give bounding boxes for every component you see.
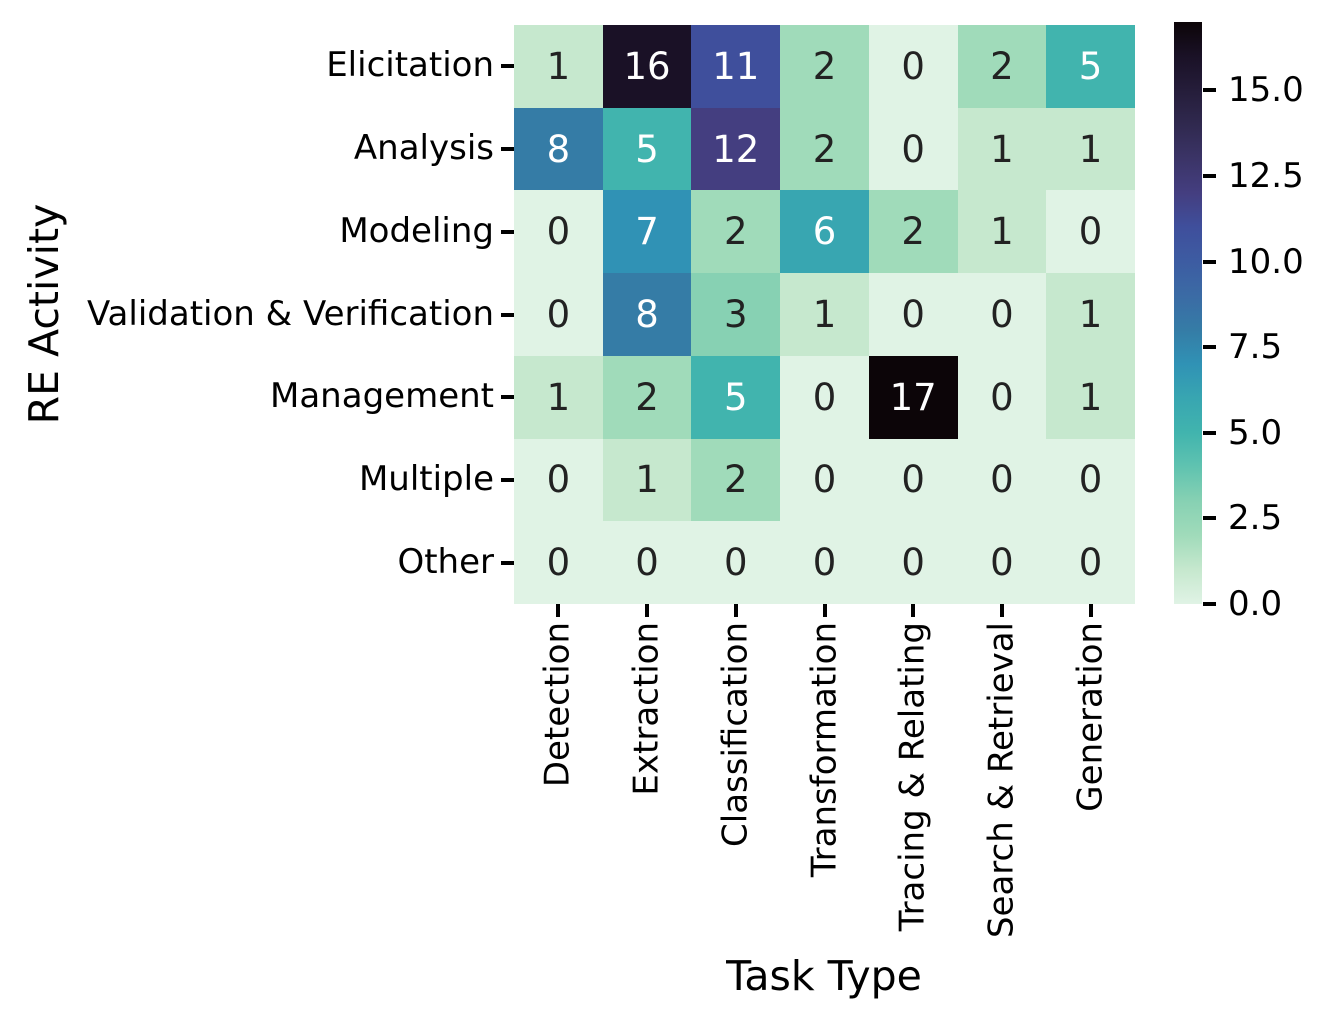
heatmap-cell: 2: [691, 190, 781, 274]
x-tick-mark: [822, 604, 827, 617]
colorbar-tick-label: 5.0: [1228, 412, 1283, 453]
heatmap-cell: 16: [602, 25, 692, 108]
heatmap-cell: 1: [1046, 355, 1135, 439]
x-tick-mark: [999, 604, 1004, 617]
heatmap-cell: 5: [691, 355, 781, 439]
colorbar-tick-mark: [1203, 602, 1216, 606]
x-tick-label: Search & Retrieval: [981, 622, 1022, 939]
heatmap-cell: 12: [691, 107, 781, 191]
heatmap-cell: 0: [691, 521, 781, 604]
x-axis-title: Task Type: [726, 952, 922, 1000]
x-tick-label: Tracing & Relating: [892, 622, 933, 932]
heatmap-cell: 2: [868, 190, 958, 274]
heatmap-cell: 0: [957, 438, 1047, 522]
colorbar-tick-mark: [1203, 259, 1216, 264]
x-tick-mark: [733, 604, 738, 617]
heatmap-cell: 2: [780, 107, 869, 191]
heatmap-cell: 0: [868, 521, 958, 604]
heatmap-cell: 7: [602, 190, 692, 274]
y-tick-mark: [501, 147, 514, 152]
heatmap-cell: 0: [957, 355, 1047, 439]
heatmap-cell: 0: [868, 438, 958, 522]
colorbar-tick-label: 0.0: [1228, 584, 1283, 624]
heatmap-cell: 0: [1046, 190, 1135, 274]
heatmap-cell: 0: [957, 273, 1047, 356]
heatmap-cell: 0: [514, 438, 603, 522]
heatmap-cell: 0: [957, 521, 1047, 604]
colorbar-tick-label: 15.0: [1228, 70, 1304, 111]
heatmap-cell: 0: [780, 355, 869, 439]
x-tick-mark: [556, 604, 561, 617]
heatmap-cell: 1: [780, 273, 869, 356]
x-tick-mark: [1088, 604, 1093, 617]
x-tick-label: Transformation: [803, 622, 844, 878]
heatmap-cell: 0: [868, 107, 958, 191]
heatmap-cell: 8: [602, 273, 692, 356]
y-tick-mark: [501, 64, 514, 69]
colorbar-tick-mark: [1203, 88, 1216, 93]
heatmap-cell: 2: [957, 25, 1047, 108]
y-tick-mark: [501, 395, 514, 400]
y-tick-mark: [501, 560, 514, 565]
x-tick-label: Generation: [1070, 622, 1111, 812]
x-tick-mark: [911, 604, 916, 617]
heatmap-cell: 1: [957, 107, 1047, 191]
x-tick-label: Classification: [715, 622, 756, 847]
heatmap-cell: 2: [602, 355, 692, 439]
colorbar-tick-label: 12.5: [1228, 156, 1304, 197]
y-tick-label: Other: [397, 541, 494, 582]
colorbar-tick-mark: [1203, 430, 1216, 435]
heatmap-cell: 6: [780, 190, 869, 274]
x-tick-mark: [645, 604, 650, 617]
colorbar-tick-mark: [1203, 516, 1216, 521]
heatmap-cell: 5: [1046, 25, 1135, 108]
heatmap-cell: 5: [602, 107, 692, 191]
x-tick-label: Detection: [537, 622, 578, 788]
x-tick-label: Extraction: [626, 622, 667, 796]
y-tick-mark: [501, 229, 514, 234]
heatmap-cell: 0: [602, 521, 692, 604]
colorbar-tick-mark: [1203, 174, 1216, 179]
y-axis-title: RE Activity: [20, 203, 68, 425]
heatmap-cell: 17: [868, 355, 958, 439]
heatmap-cell: 1: [514, 25, 603, 108]
heatmap-cell: 1: [957, 190, 1047, 274]
heatmap-cell: 0: [780, 521, 869, 604]
heatmap-cell: 3: [691, 273, 781, 356]
heatmap-cell: 0: [780, 438, 869, 522]
colorbar-gradient: [1174, 22, 1202, 604]
heatmap-cell: 2: [780, 25, 869, 108]
heatmap-cell: 0: [514, 190, 603, 274]
colorbar-tick-label: 10.0: [1228, 241, 1304, 282]
y-tick-label: Analysis: [353, 128, 494, 169]
y-tick-label: Modeling: [339, 210, 494, 251]
y-tick-label: Validation & Verification: [86, 293, 494, 334]
heatmap-cell: 2: [691, 438, 781, 522]
colorbar-tick-label: 7.5: [1228, 327, 1283, 368]
heatmap-cell: 0: [514, 273, 603, 356]
y-tick-mark: [501, 312, 514, 317]
colorbar-tick-mark: [1203, 345, 1216, 350]
heatmap-cell: 11: [691, 25, 781, 108]
heatmap-cell: 1: [514, 355, 603, 439]
heatmap-cell: 0: [1046, 521, 1135, 604]
heatmap-cell: 0: [868, 273, 958, 356]
heatmap-cell: 8: [514, 107, 603, 191]
heatmap-cell: 1: [1046, 273, 1135, 356]
y-tick-label: Management: [270, 376, 494, 417]
y-tick-label: Elicitation: [326, 45, 494, 86]
y-tick-mark: [501, 477, 514, 482]
y-tick-label: Multiple: [358, 459, 494, 500]
heatmap-cell: 1: [1046, 107, 1135, 191]
heatmap-cell: 0: [514, 521, 603, 604]
heatmap-cell: 1: [602, 438, 692, 522]
heatmap-cell: 0: [1046, 438, 1135, 522]
colorbar-tick-label: 2.5: [1228, 498, 1283, 539]
heatmap-cell: 0: [868, 25, 958, 108]
